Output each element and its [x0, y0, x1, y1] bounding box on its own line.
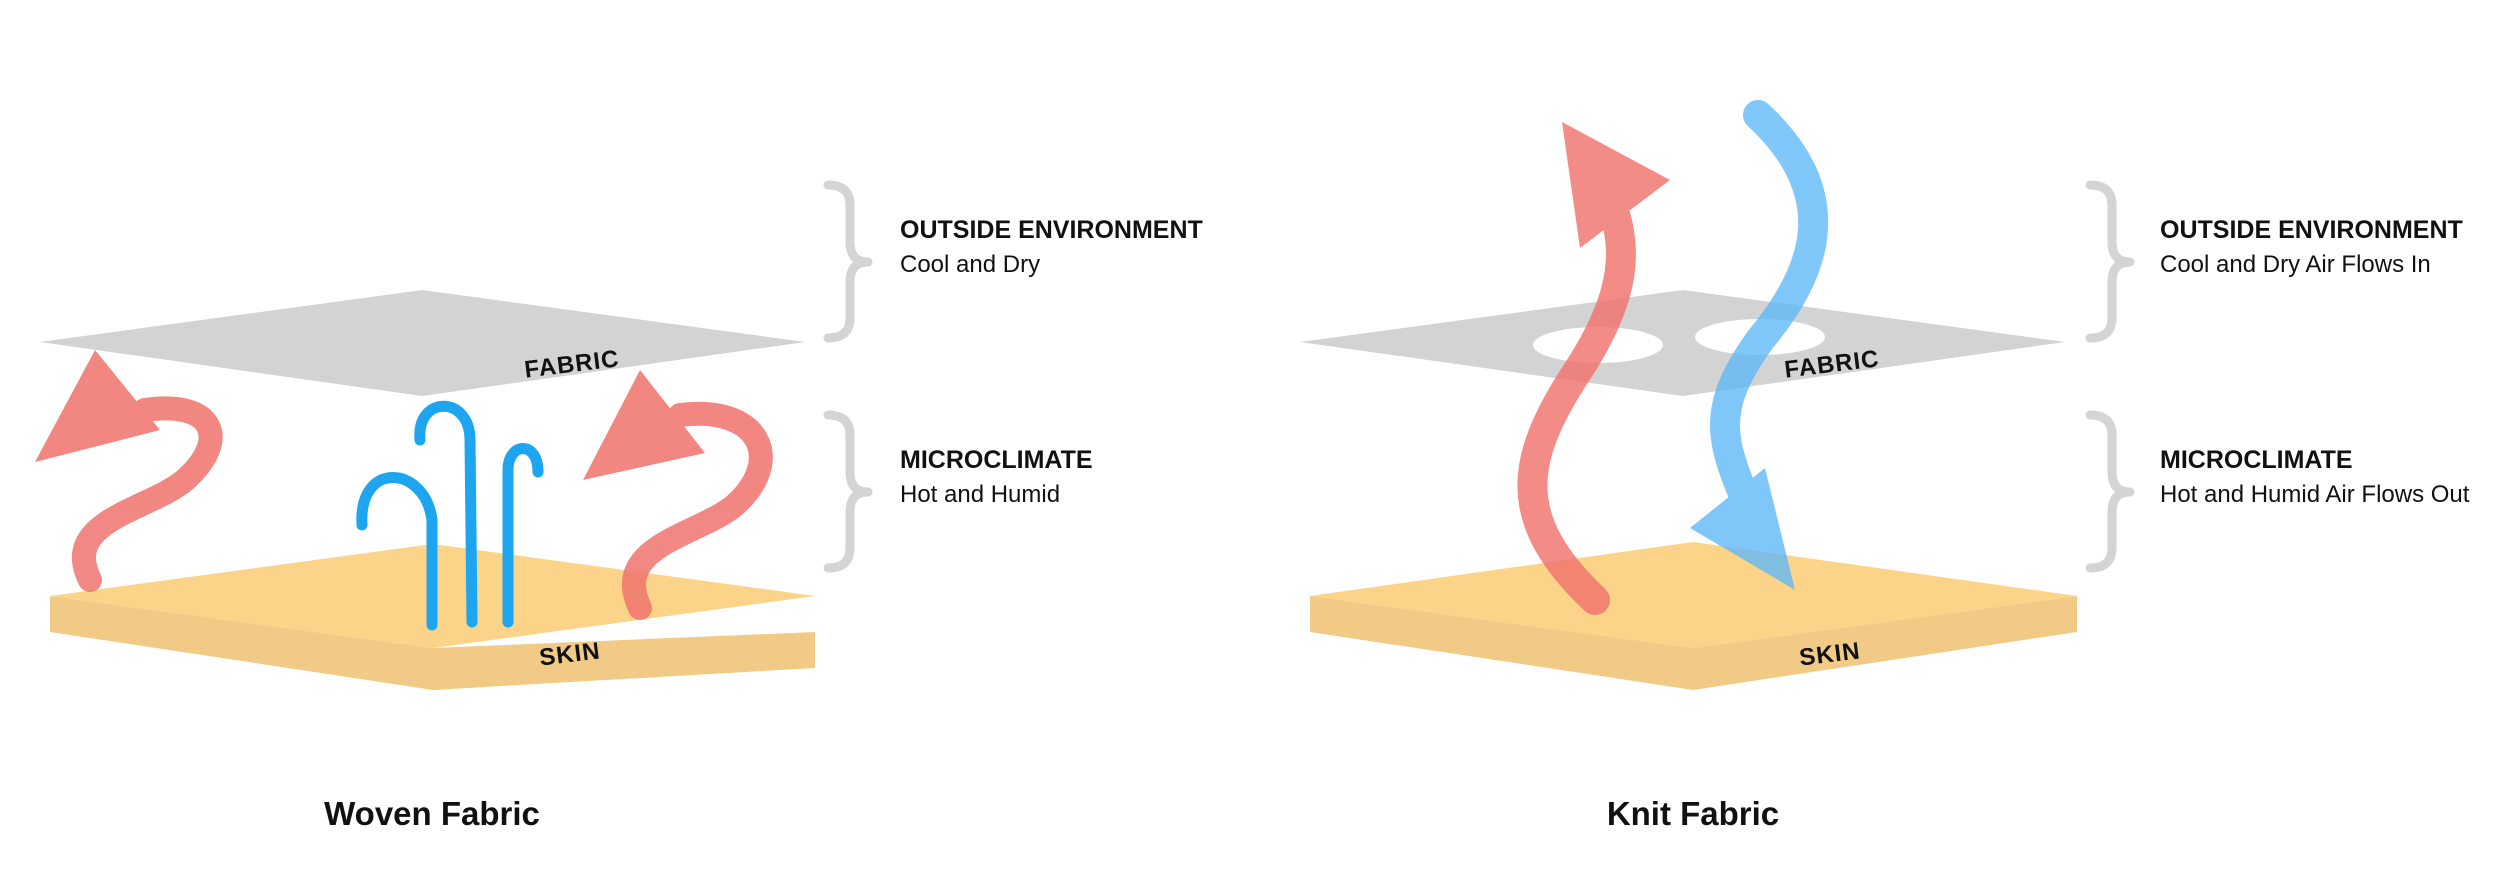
knit-outside-title: OUTSIDE ENVIRONMENT — [2160, 216, 2463, 244]
woven-outside-title: OUTSIDE ENVIRONMENT — [900, 216, 1203, 244]
woven-warm-arrow-right — [583, 370, 773, 620]
woven-micro-desc: Hot and Humid — [900, 481, 1060, 508]
woven-outside-desc: Cool and Dry — [900, 251, 1040, 278]
knit-microclimate-brace — [2085, 410, 2135, 573]
knit-outside-desc: Cool and Dry Air Flows In — [2160, 251, 2431, 278]
knit-fabric-layer: FABRIC — [1300, 290, 2065, 396]
knit-skin-top — [1310, 542, 2077, 648]
knit-micro-title: MICROCLIMATE — [2160, 446, 2353, 474]
woven-fabric-sheet — [40, 290, 805, 396]
woven-caption: Woven Fabric — [324, 795, 540, 832]
woven-warm-arrow-left — [35, 350, 223, 592]
woven-microclimate-brace — [823, 410, 873, 573]
knit-outside-brace — [2085, 180, 2135, 343]
woven-micro-title: MICROCLIMATE — [900, 446, 1093, 474]
woven-skin-side — [50, 596, 815, 690]
woven-moisture-lines — [356, 400, 544, 631]
knit-caption: Knit Fabric — [1607, 795, 1779, 832]
knit-panel: SKIN FABRIC OUTSIDE ENVIRONMENT Cool and… — [1300, 100, 2470, 832]
woven-outside-brace — [823, 180, 873, 343]
knit-skin-side — [1310, 596, 2077, 690]
knit-fabric-sheet — [1300, 290, 2065, 396]
woven-fabric-layer: FABRIC — [40, 290, 805, 396]
knit-micro-desc: Hot and Humid Air Flows Out — [2160, 481, 2470, 508]
knit-warm-air-out-arrow — [1517, 122, 1670, 615]
knit-skin-layer: SKIN — [1310, 542, 2077, 690]
knit-cool-air-in-arrow — [1690, 100, 1829, 590]
woven-panel: SKIN FABRIC OUTSIDE ENVIRONMENT Cool and… — [35, 180, 1203, 832]
